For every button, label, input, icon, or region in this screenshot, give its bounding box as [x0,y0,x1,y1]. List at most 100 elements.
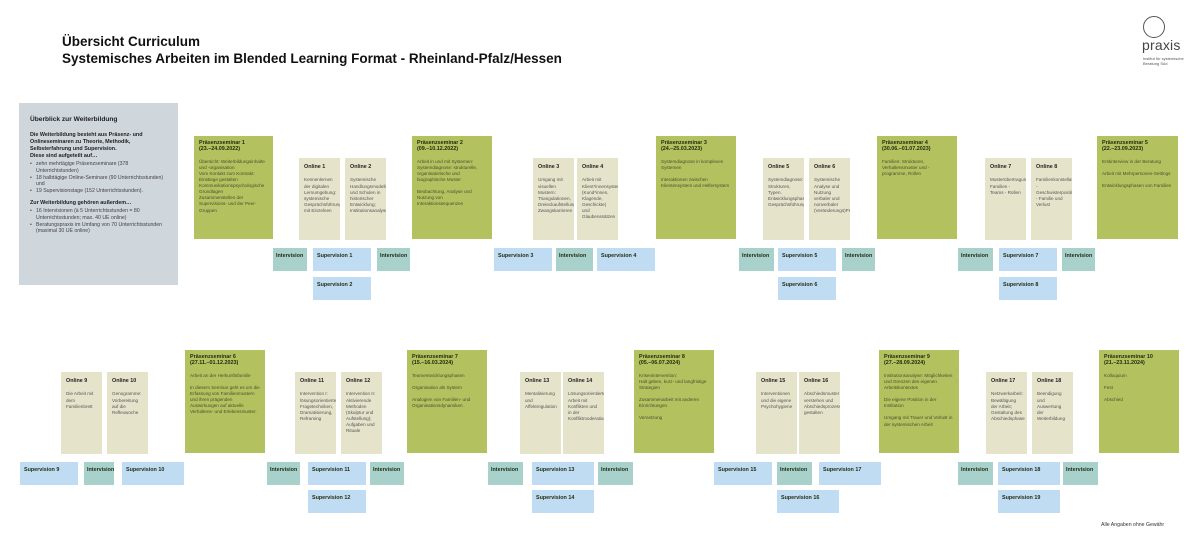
supervision-box: Supervision 11 [308,462,366,485]
online-title: Online 9 [66,378,88,384]
praxis-logo: praxis Institut für systemische Beratung… [1140,16,1186,76]
intervision-title: Intervision [559,253,587,259]
online-title: Online 8 [1036,164,1058,170]
supervision-title: Supervision 19 [1002,495,1041,501]
supervision-title: Supervision 7 [1003,253,1039,259]
intervision-box: Intervision [84,462,114,485]
intervision-title: Intervision [380,253,408,259]
supervision-box: Supervision 8 [999,277,1057,300]
footnote: Alle Angaben ohne Gewähr [1101,522,1165,528]
intervision-title: Intervision [373,467,401,473]
praesenz-description: Familien: Strukturen, Verhaltensmuster u… [882,158,930,176]
praesenz-box: Präsenzseminar 3 (24.–25.03.2023)Systemd… [656,136,736,239]
supervision-title: Supervision 17 [823,467,862,473]
intervision-title: Intervision [491,467,519,473]
online-title: Online 17 [991,378,1016,384]
supervision-title: Supervision 8 [1003,282,1039,288]
online-description: Abschiedsmuster verstehen und Abschiedsp… [804,391,840,415]
online-box: Online 7 Musterübertragung: Familien - Te… [985,158,1026,240]
intervision-box: Intervision [958,462,993,485]
online-title: Online 4 [582,164,604,170]
praesenz-title: Präsenzseminar 8 (05.–06.07.2024) [639,354,685,367]
supervision-title: Supervision 4 [601,253,637,259]
overview-item: 18 halbtägige Online-Seminare (90 Unterr… [30,175,167,189]
praesenz-box: Präsenzseminar 9 (27.–28.09.2024)Institu… [879,350,959,453]
praesenz-description: Teamentwicklungsphasen Organisation als … [412,372,471,409]
supervision-title: Supervision 5 [782,253,818,259]
overview-subitem: Beratungspraxis im Umfang von 70 Unterri… [30,222,167,236]
supervision-title: Supervision 6 [782,282,818,288]
supervision-box: Supervision 10 [122,462,184,485]
online-title: Online 14 [568,378,593,384]
online-box: Online 3 Umgang mit visuellen Mustern: Tr… [533,158,574,240]
online-description: Familienkonstellationen - Geschwisterpos… [1036,177,1072,207]
intervision-box: Intervision [488,462,523,485]
supervision-box: Supervision 17 [819,462,881,485]
praesenz-description: Krisenintervention: Halt geben, kurz- un… [639,372,707,421]
overview-heading: Überblick zur Weiterbildung [30,116,118,123]
supervision-title: Supervision 11 [312,467,351,473]
intervision-box: Intervision [739,248,774,271]
logo-circle-icon [1143,16,1165,38]
logo-word: praxis [1142,37,1181,53]
intervision-title: Intervision [270,467,298,473]
online-title: Online 16 [804,378,829,384]
supervision-title: Supervision 15 [718,467,757,473]
praesenz-box: Präsenzseminar 8 (05.–06.07.2024) Kriseni… [634,350,714,453]
praesenz-title: Präsenzseminar 6 (27.11.–01.12.2023) [190,354,239,367]
intervision-box: Intervision [598,462,633,485]
online-description: Musterübertragung: Familien - Teams - Ro… [990,177,1026,195]
praesenz-title: Präsenzseminar 7 (15.–16.03.2024) [412,354,458,367]
online-title: Online 3 [538,164,560,170]
online-description: Systemische Analyse und Nutzung verbaler… [814,177,850,213]
praesenz-description: Institutionsanalyse: Möglichkeiten und G… [884,372,953,427]
supervision-box: Supervision 9 [20,462,78,485]
praesenz-box: Präsenzseminar 4 (30.06.–01.07.2023)Fami… [877,136,957,239]
praesenz-title: Präsenzseminar 1 (23.–24.09.2022) [199,140,245,153]
online-box: Online 8 Familienkonstellationen - Geschw… [1031,158,1072,240]
intervision-title: Intervision [845,253,873,259]
online-description: Netzwerkarbeit: Bewältigung der Arbeit; … [991,391,1025,421]
supervision-box: Supervision 1 [313,248,371,271]
overview-panel: Überblick zur Weiterbildung Die Weiterbi… [19,103,178,285]
supervision-title: Supervision 3 [498,253,534,259]
praesenz-box: Präsenzseminar 10 (21.–23.11.2024)Kolloq… [1099,350,1179,453]
supervision-box: Supervision 14 [532,490,594,513]
supervision-box: Supervision 13 [532,462,594,485]
online-title: Online 2 [350,164,372,170]
intervision-title: Intervision [276,253,304,259]
intervision-box: Intervision [1063,462,1098,485]
supervision-box: Supervision 16 [777,490,839,513]
online-description: Systemdiagnose: Strukturen, Typen. Entwi… [768,177,804,207]
title-line-2: Systemisches Arbeiten im Blended Learnin… [62,51,562,66]
intervision-title: Intervision [780,467,808,473]
online-title: Online 7 [990,164,1012,170]
online-title: Online 1 [304,164,326,170]
praesenz-description: Kolloquium Fest Abschied [1104,372,1127,403]
praesenz-description: Arbeit in und mit Systemen: Systemdiagno… [417,158,478,207]
online-description: Umgang mit visuellen Mustern: Triangulat… [538,177,574,213]
supervision-box: Supervision 5 [778,248,836,271]
intervision-box: Intervision [267,462,300,485]
praesenz-box: Präsenzseminar 2 (09.–10.12.2022)Arbeit … [412,136,492,239]
title-line-1: Übersicht Curriculum [62,34,201,49]
online-description: Arbeit mit Klient*innensystemen (Kund*in… [582,177,618,219]
praesenz-description: Arbeit an der Herkunftsfamilie In diesem… [190,372,260,415]
online-description: Intervention I: lösungsorientierte Frage… [300,391,336,421]
online-description: Beendigung und Auswertung der Weiterbild… [1037,391,1066,421]
supervision-box: Supervision 18 [998,462,1060,485]
page-title: Übersicht Curriculum Systemisches Arbeit… [62,33,562,67]
overview-subheading: Zur Weiterbildung gehören außerdem… [30,199,132,206]
intervision-box: Intervision [273,248,307,271]
intervision-box: Intervision [370,462,404,485]
praesenz-box: Präsenzseminar 5 (22.–23.09.2023)Erstint… [1097,136,1178,239]
supervision-title: Supervision 13 [536,467,575,473]
intervision-title: Intervision [961,467,989,473]
online-description: Interventionen und die eigene Psychohygi… [761,391,793,409]
